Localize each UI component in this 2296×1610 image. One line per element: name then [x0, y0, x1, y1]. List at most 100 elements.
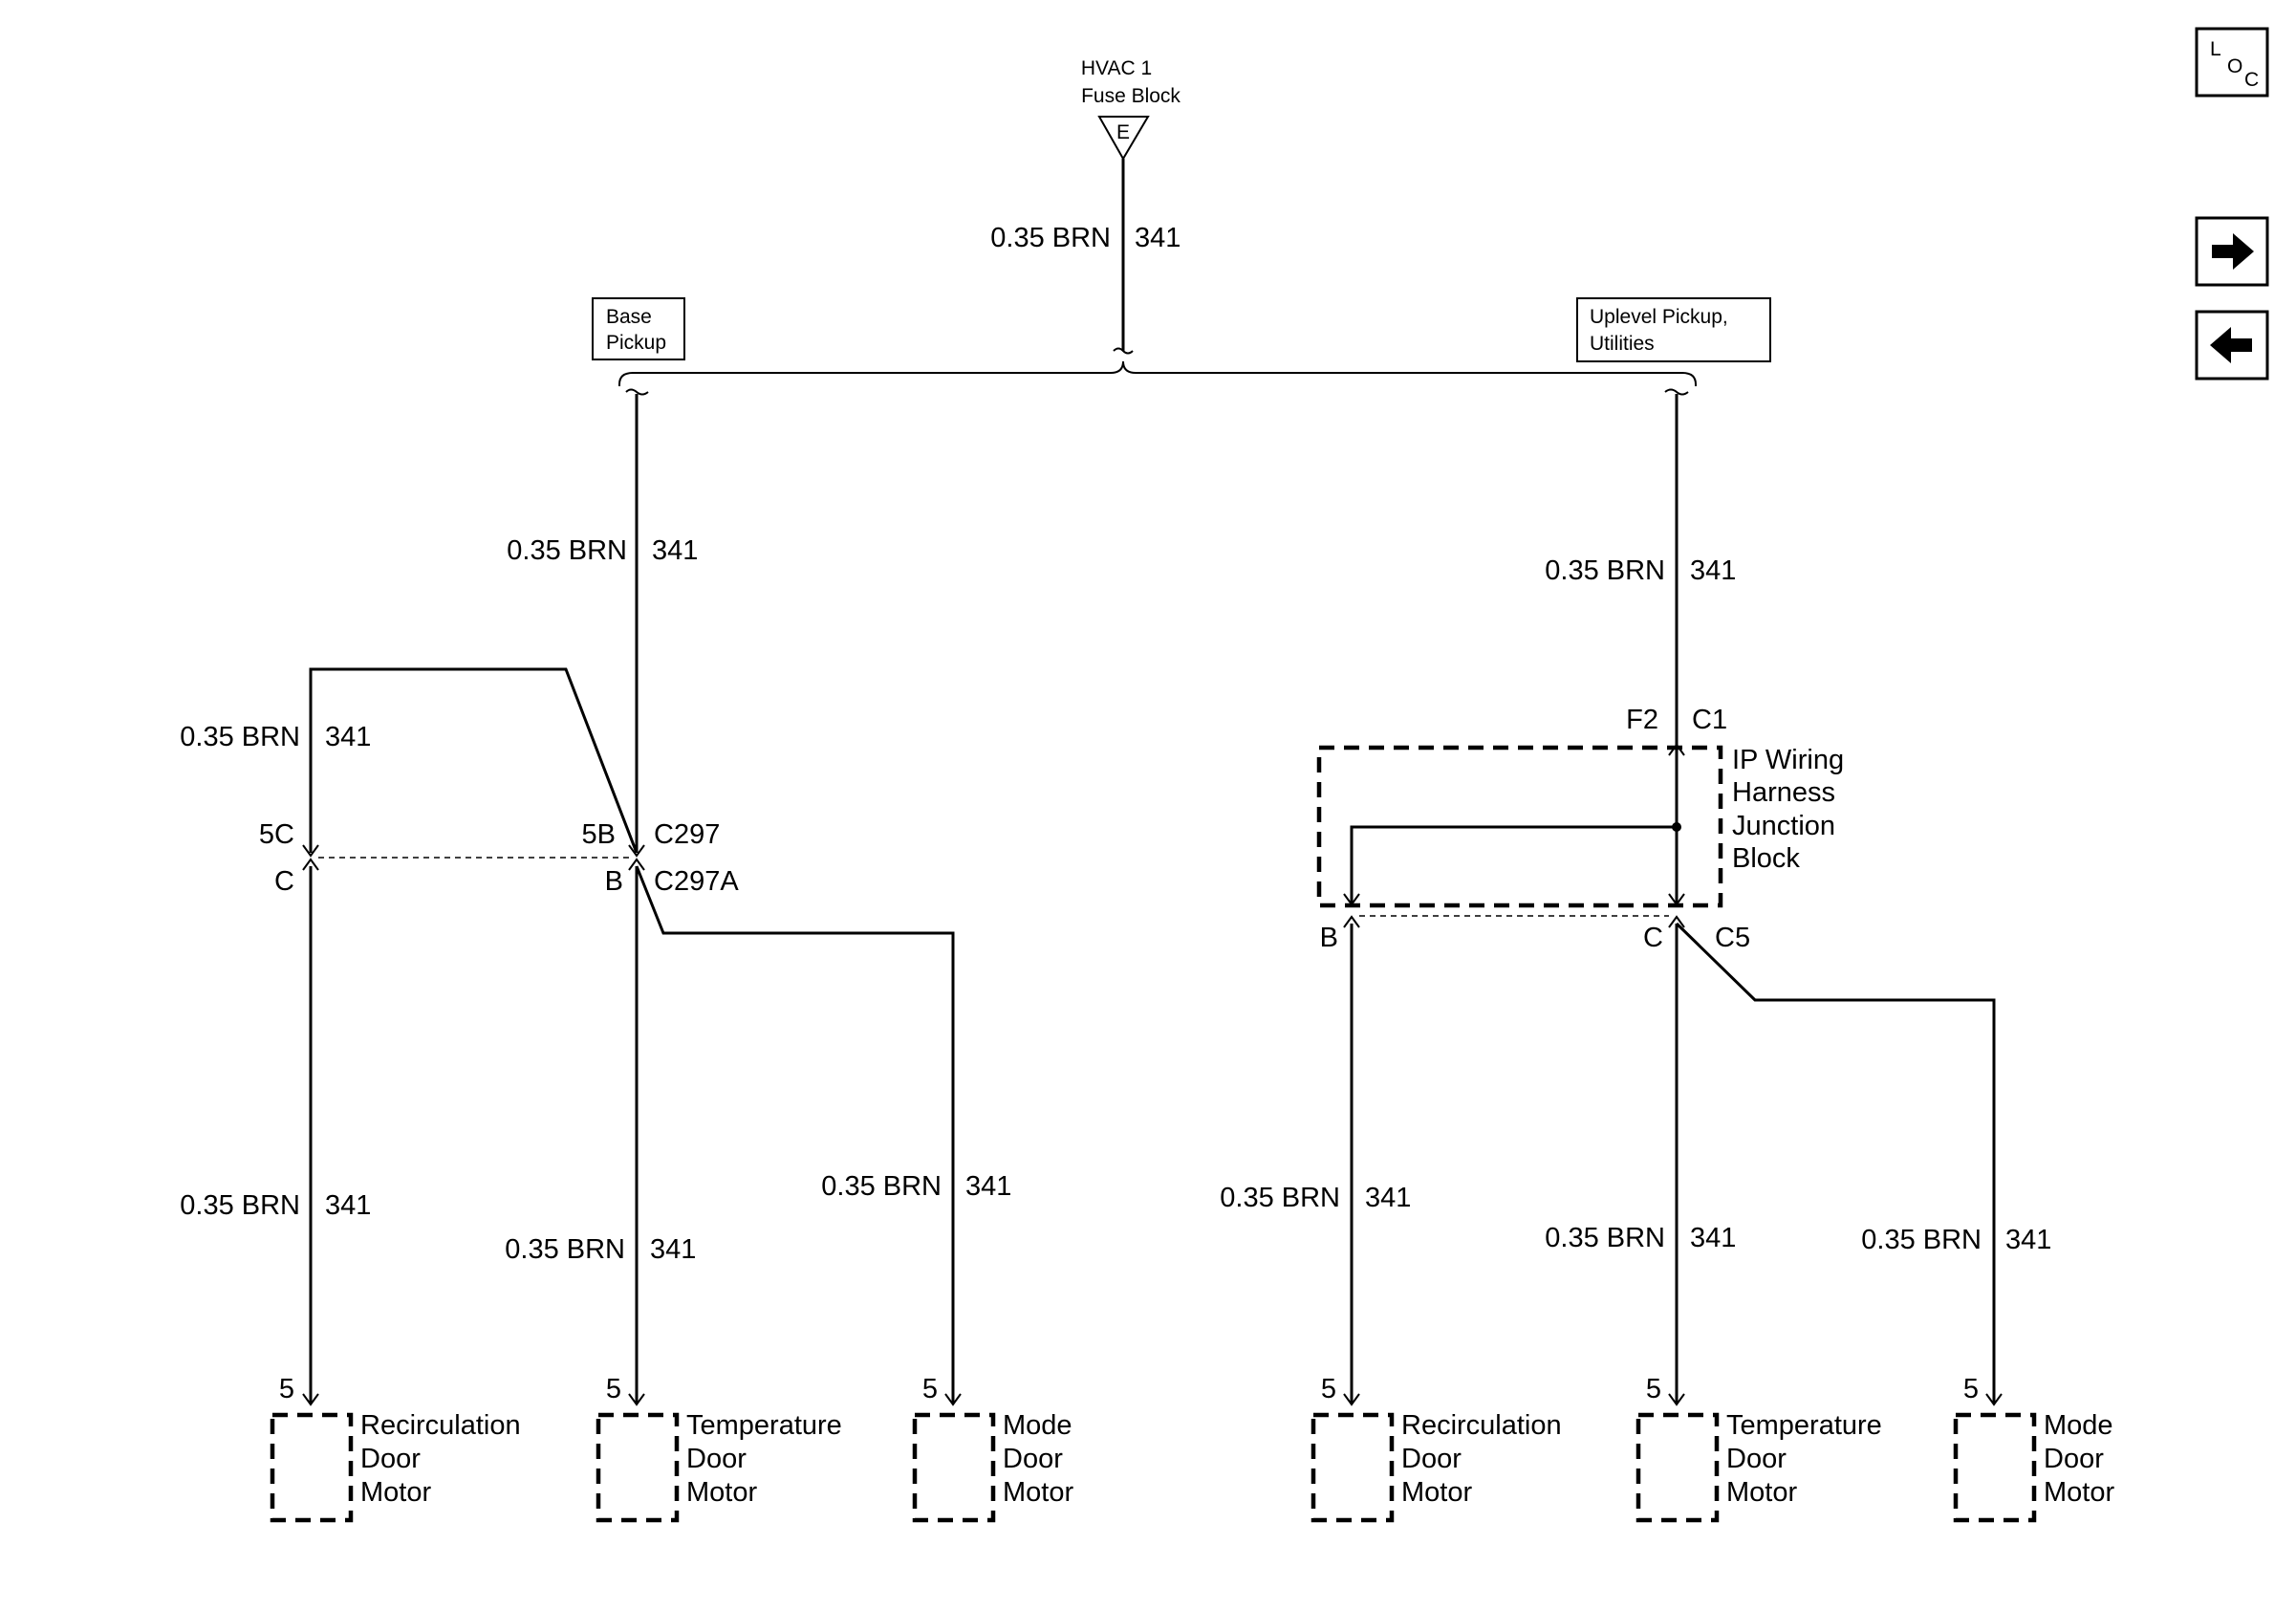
uplevel-recirc-motor-pin-arrow — [1343, 1393, 1360, 1406]
base-recirc-motor-circuit: 341 — [325, 1190, 371, 1221]
uplevel-recirc-motor-pin: 5 — [1321, 1374, 1336, 1404]
base-branch-break — [625, 388, 649, 396]
base-mode-motor-outline — [912, 1412, 996, 1523]
next-page-button[interactable] — [2195, 216, 2269, 287]
base-trunk-circuit: 341 — [652, 535, 698, 566]
junction-label-line3: Junction — [1732, 811, 1835, 841]
uplevel-recirc-motor-l1: Recirculation — [1401, 1410, 1562, 1441]
base-recirc-feed-circuit: 341 — [325, 722, 371, 752]
fuse-block-label-line2: Fuse Block — [1081, 85, 1180, 107]
junction-in-arrow — [1668, 743, 1685, 756]
option-bracket — [618, 360, 1697, 386]
connector-c297a: C B C297A — [274, 858, 739, 897]
ip-wiring-junction-block: F2 C1 IP Wiring Harness Junction Block — [1316, 705, 1844, 908]
base-temp-motor-outline — [596, 1412, 680, 1523]
uplevel-mode-motor-pin-arrow — [1985, 1393, 2003, 1406]
base-recirculation-door-motor: 5 Recirculation Door Motor — [270, 1374, 521, 1523]
feed-wire-circuit: 341 — [1135, 223, 1180, 253]
uplevel-temp-motor-circuit: 341 — [1690, 1223, 1736, 1253]
base-temp-motor-l3: Motor — [686, 1477, 757, 1508]
uplevel-mode-motor-gauge: 0.35 BRN — [1861, 1225, 1982, 1255]
c297-pin-5c-arrow — [302, 844, 319, 858]
uplevel-trunk-circuit: 341 — [1690, 555, 1736, 586]
uplevel-temp-motor-pin-arrow — [1668, 1393, 1685, 1406]
junction-in-pin-label: F2 — [1626, 705, 1658, 735]
uplevel-temp-motor-gauge: 0.35 BRN — [1545, 1223, 1665, 1253]
base-recirc-motor-l3: Motor — [360, 1477, 431, 1508]
junction-label-line4: Block — [1732, 843, 1800, 874]
uplevel-temp-motor-outline — [1635, 1412, 1720, 1523]
connector-c5: B C C5 — [1320, 915, 1750, 953]
uplevel-temperature-door-motor: 5 Temperature Door Motor — [1635, 1374, 1882, 1523]
uplevel-recirc-motor-l2: Door — [1401, 1444, 1462, 1474]
junction-label-line1: IP Wiring — [1732, 745, 1844, 775]
base-mode-motor-l3: Motor — [1003, 1477, 1073, 1508]
location-icon-c: C — [2244, 69, 2259, 91]
c297a-pin-b-label: B — [605, 866, 623, 897]
base-mode-door-motor: 5 Mode Door Motor — [912, 1374, 1073, 1523]
c5-name-label: C5 — [1715, 923, 1750, 953]
base-pickup-label-line2: Pickup — [606, 332, 666, 354]
uplevel-mode-door-motor: 5 Mode Door Motor — [1953, 1374, 2114, 1523]
uplevel-mode-motor-circuit: 341 — [2005, 1225, 2051, 1255]
uplevel-temp-motor-l3: Motor — [1726, 1477, 1797, 1508]
base-recirc-motor-outline — [270, 1412, 354, 1523]
c297a-name-label: C297A — [654, 866, 739, 897]
base-mode-motor-l1: Mode — [1003, 1410, 1072, 1441]
location-button-frame[interactable] — [2195, 27, 2269, 98]
c297a-pin-c-label: C — [274, 866, 294, 897]
junction-in-conn-label: C1 — [1692, 705, 1727, 735]
base-pickup-label-line1: Base — [606, 306, 652, 328]
uplevel-temp-motor-l2: Door — [1726, 1444, 1787, 1474]
location-icon-l: L — [2210, 38, 2221, 60]
c5-pin-b-fork — [1343, 915, 1360, 928]
uplevel-recirc-motor-gauge: 0.35 BRN — [1220, 1183, 1340, 1213]
base-recirc-motor-pin-arrow — [302, 1393, 319, 1406]
base-temp-motor-pin-arrow — [628, 1393, 645, 1406]
feed-wire-gauge: 0.35 BRN — [990, 223, 1111, 253]
c297-pin-5b-arrow — [628, 844, 645, 858]
base-temp-motor-gauge: 0.35 BRN — [505, 1234, 625, 1265]
base-mode-motor-wire — [635, 865, 955, 1403]
fuse-terminal-label: E — [1116, 121, 1130, 143]
base-temperature-door-motor: 5 Temperature Door Motor — [596, 1374, 842, 1523]
uplevel-mode-motor-wire — [1675, 922, 1996, 1403]
uplevel-label-line1: Uplevel Pickup, — [1590, 306, 1728, 328]
feed-wire-break — [1113, 347, 1134, 355]
base-recirc-motor-pin: 5 — [279, 1374, 294, 1404]
c297a-pin-c-fork — [302, 858, 319, 871]
base-temp-motor-pin: 5 — [606, 1374, 621, 1404]
base-temp-motor-l1: Temperature — [686, 1410, 842, 1441]
base-recirc-motor-gauge: 0.35 BRN — [180, 1190, 300, 1221]
base-trunk-gauge: 0.35 BRN — [507, 535, 627, 566]
base-mode-motor-pin: 5 — [922, 1374, 938, 1404]
c297-name-label: C297 — [654, 819, 720, 850]
junction-label-line2: Harness — [1732, 777, 1835, 808]
uplevel-recirc-motor-outline — [1310, 1412, 1395, 1523]
uplevel-recirculation-door-motor: 5 Recirculation Door Motor — [1310, 1374, 1562, 1523]
base-temp-motor-l2: Door — [686, 1444, 747, 1474]
junction-block-outline — [1316, 745, 1723, 908]
previous-page-button[interactable] — [2195, 310, 2269, 381]
base-recirc-motor-l2: Door — [360, 1444, 421, 1474]
base-mode-motor-circuit: 341 — [965, 1171, 1011, 1202]
base-temp-motor-circuit: 341 — [650, 1234, 696, 1265]
c297-pin-5c-label: 5C — [259, 819, 294, 850]
arrow-left-icon — [2210, 327, 2252, 363]
uplevel-recirc-motor-circuit: 341 — [1365, 1183, 1411, 1213]
base-recirc-feed-gauge: 0.35 BRN — [180, 722, 300, 752]
base-mode-motor-pin-arrow — [944, 1393, 962, 1406]
uplevel-mode-motor-outline — [1953, 1412, 2037, 1523]
location-icon-o: O — [2227, 55, 2242, 77]
fuse-block-label-line1: HVAC 1 — [1081, 57, 1152, 79]
uplevel-mode-motor-l1: Mode — [2044, 1410, 2113, 1441]
junction-internal-branch — [1350, 825, 1677, 903]
uplevel-trunk-gauge: 0.35 BRN — [1545, 555, 1665, 586]
uplevel-temp-motor-l1: Temperature — [1726, 1410, 1882, 1441]
c297a-pin-b-fork — [628, 858, 645, 871]
base-recirc-motor-l1: Recirculation — [360, 1410, 521, 1441]
base-mode-motor-gauge: 0.35 BRN — [821, 1171, 942, 1202]
uplevel-recirc-motor-l3: Motor — [1401, 1477, 1472, 1508]
location-button[interactable]: L O C — [2195, 27, 2269, 98]
uplevel-temp-motor-pin: 5 — [1646, 1374, 1661, 1404]
